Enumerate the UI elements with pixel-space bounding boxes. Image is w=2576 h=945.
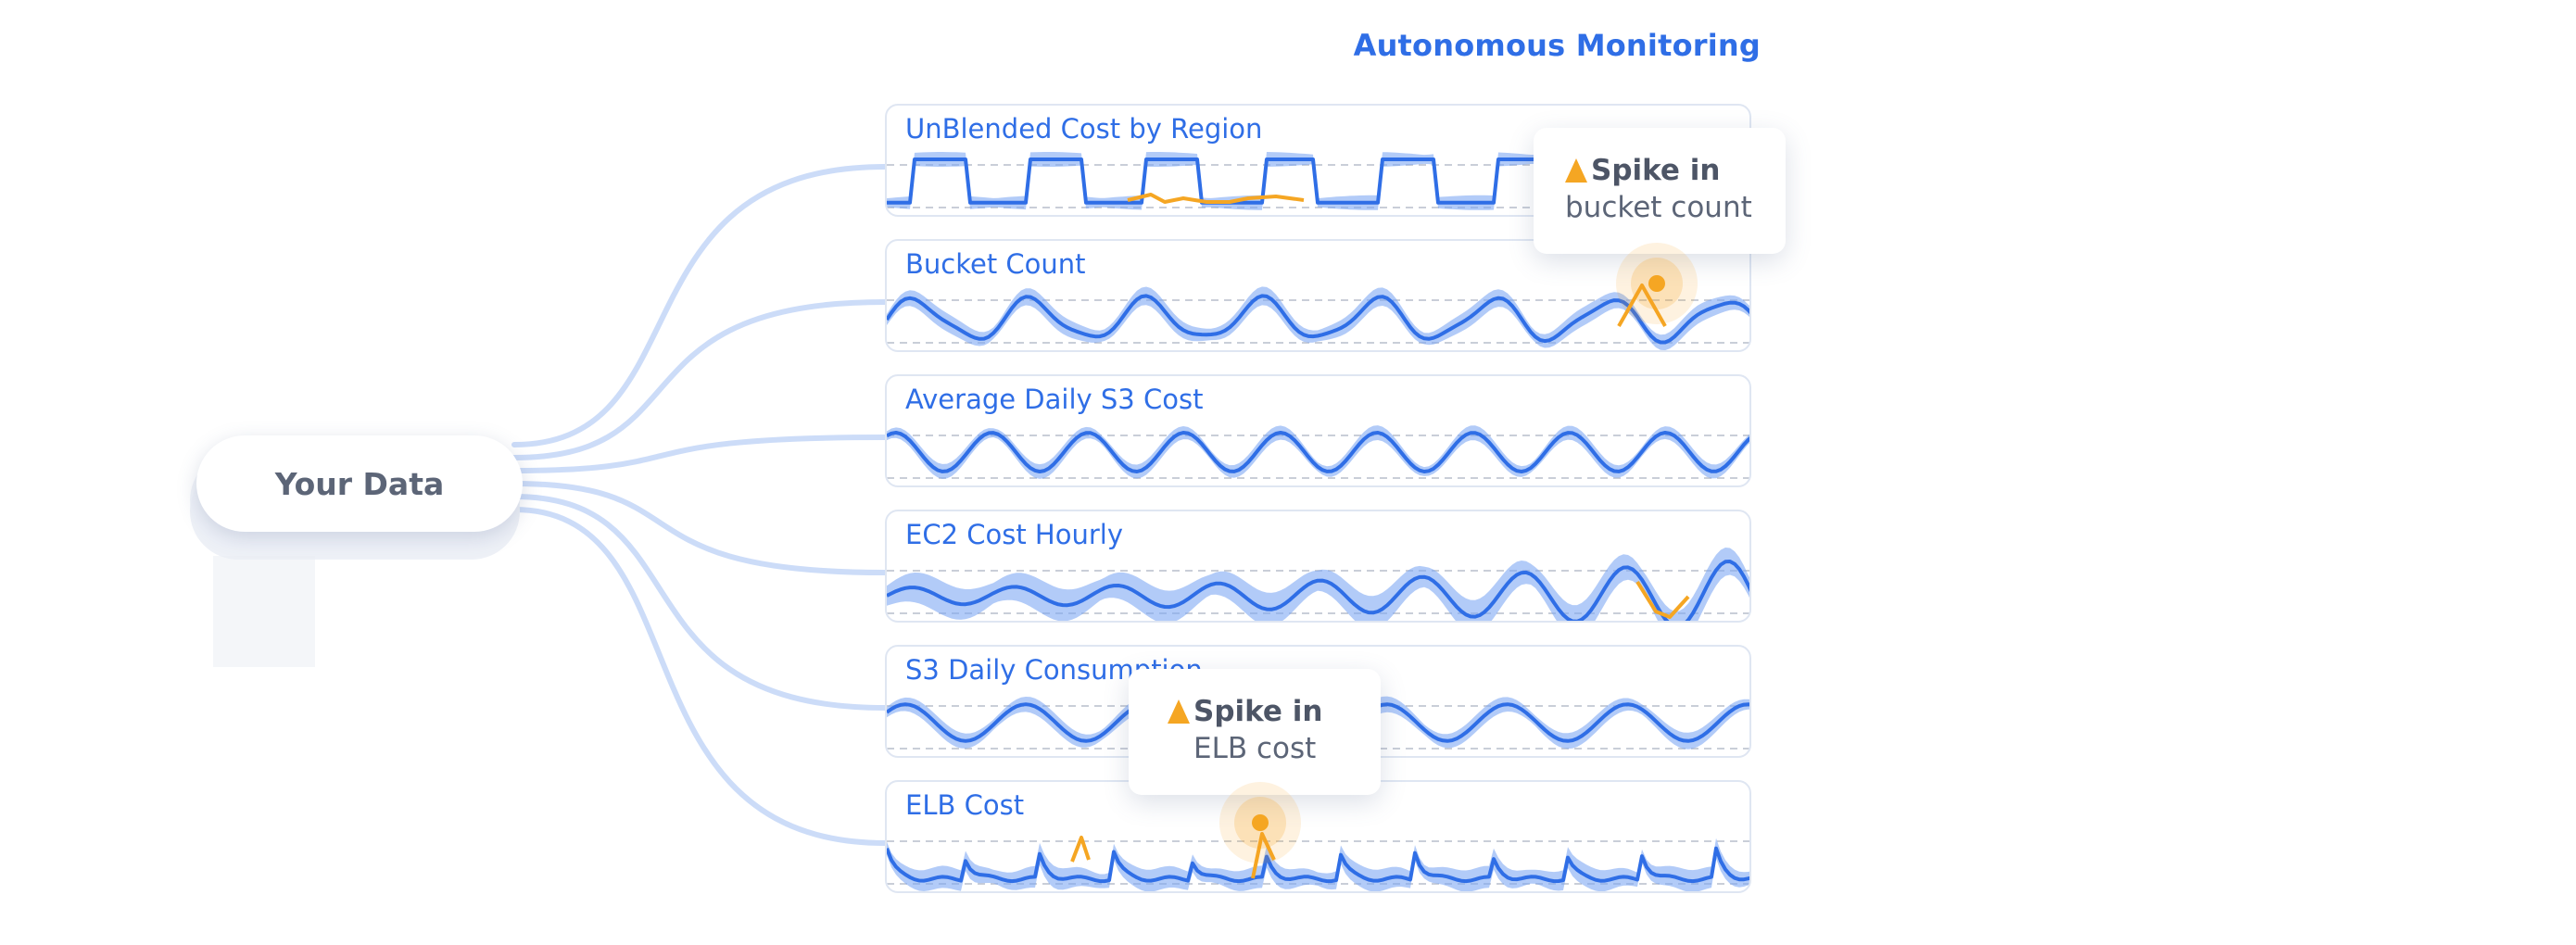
connector-line [511, 481, 888, 575]
panel-s3-daily-consumption[interactable]: S3 Daily Consumption [885, 645, 1751, 758]
sparkline-bucket-count [887, 284, 1749, 350]
warning-triangle-icon [1168, 699, 1190, 724]
anomaly-segment [1635, 580, 1690, 619]
anomaly-segment [1070, 836, 1091, 863]
callout-heading: Spike in [1591, 154, 1721, 187]
anomaly-segment [1127, 193, 1305, 204]
confidence-band [887, 838, 1749, 891]
connector-line [511, 435, 888, 473]
callout-detail: ELB cost [1193, 732, 1317, 765]
callout-bucket-count: Spike in bucket count [1534, 128, 1786, 254]
callout-elb-cost: Spike in ELB cost [1129, 669, 1381, 795]
section-title: Autonomous Monitoring [1353, 28, 1761, 63]
metric-line [887, 846, 1749, 884]
connector-line [511, 507, 888, 846]
panel-bucket-count[interactable]: Bucket Count [885, 239, 1751, 352]
connector-line [511, 299, 888, 460]
source-node-ghost [213, 556, 315, 667]
panel-average-daily-s3-cost[interactable]: Average Daily S3 Cost [885, 374, 1751, 487]
connector-line [511, 494, 888, 711]
source-node: Your Data [196, 435, 523, 532]
panel-title: UnBlended Cost by Region [905, 113, 1263, 145]
callout-detail: bucket count [1565, 191, 1752, 224]
sparkline-elb-cost [887, 832, 1749, 891]
sparkline-ec2-cost-hourly [887, 548, 1749, 621]
panel-title: EC2 Cost Hourly [905, 519, 1124, 550]
callout-heading: Spike in [1193, 695, 1323, 728]
connector-line [511, 164, 888, 447]
panel-title: Average Daily S3 Cost [905, 384, 1204, 415]
metric-line [887, 560, 1749, 621]
anomaly-segment [1251, 832, 1276, 879]
panel-ec2-cost-hourly[interactable]: EC2 Cost Hourly [885, 510, 1751, 623]
panel-elb-cost[interactable]: ELB Cost [885, 780, 1751, 893]
anomaly-segment [1617, 284, 1667, 327]
confidence-band [887, 548, 1749, 621]
source-node-label: Your Data [274, 465, 445, 502]
metric-line [887, 431, 1749, 473]
panel-title: Bucket Count [905, 248, 1086, 280]
sparkline-average-daily-s3-cost [887, 425, 1749, 479]
metric-line [887, 294, 1749, 345]
panel-title: ELB Cost [905, 789, 1025, 821]
warning-triangle-icon [1565, 158, 1587, 183]
